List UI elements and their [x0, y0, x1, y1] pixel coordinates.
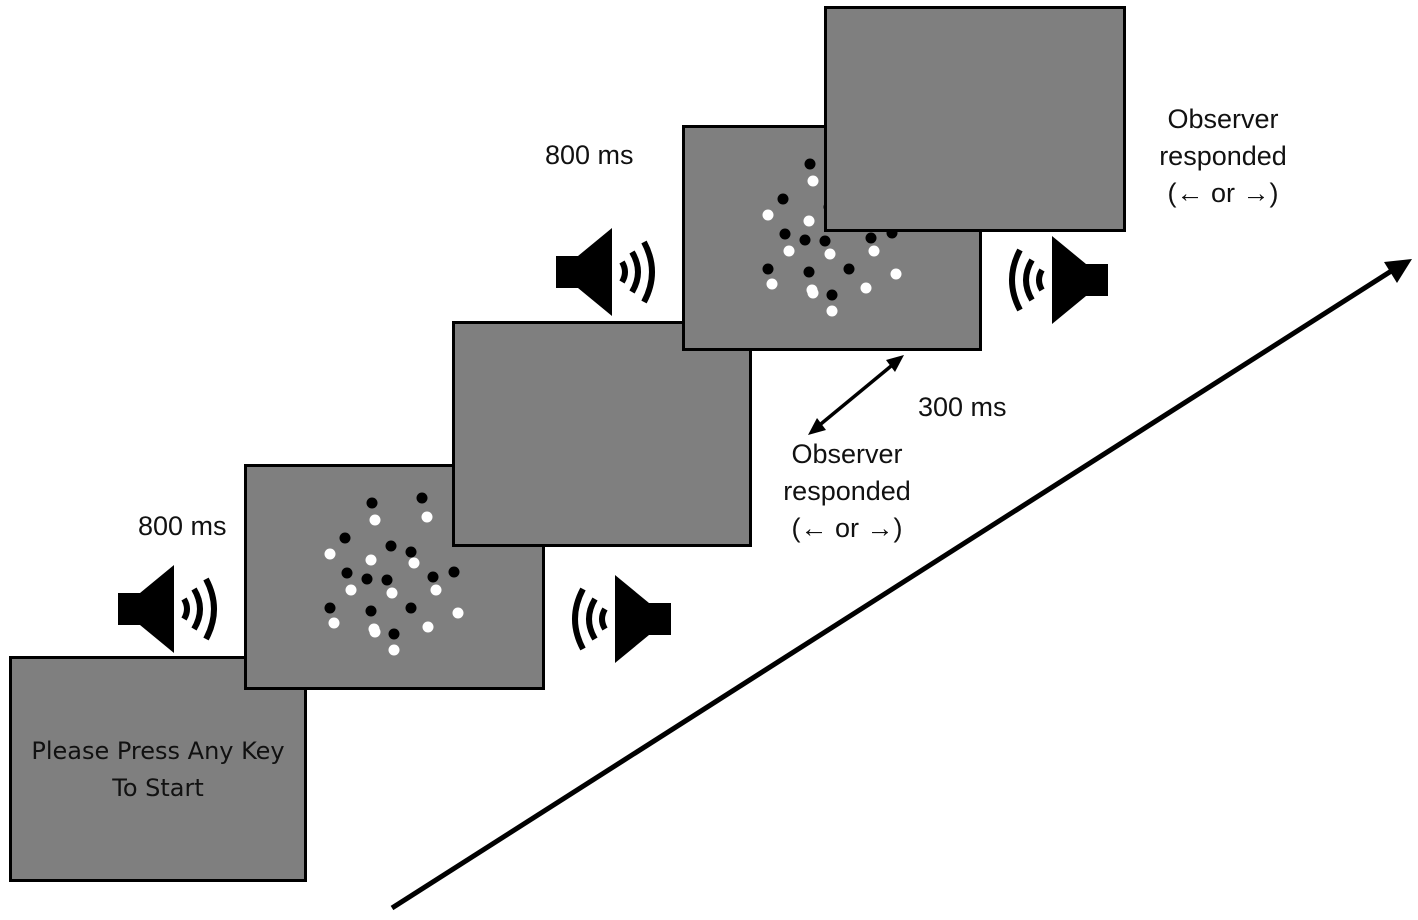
- black-dot: [779, 228, 791, 240]
- black-dot: [341, 567, 353, 579]
- black-dot: [388, 628, 400, 640]
- white-dot: [324, 548, 336, 560]
- white-dot: [860, 282, 872, 294]
- white-dot: [762, 209, 774, 221]
- black-dot: [339, 532, 351, 544]
- black-dot: [416, 492, 428, 504]
- speaker-sound-on-icon: [556, 228, 655, 316]
- white-dot: [328, 617, 340, 629]
- response-label-1-line-2: responded: [783, 476, 911, 506]
- stimulus-duration-label-2: 800 ms: [545, 140, 634, 170]
- stimulus-duration-label-1: 800 ms: [138, 511, 227, 541]
- black-dot: [843, 263, 855, 275]
- white-dot: [408, 557, 420, 569]
- white-dot: [824, 248, 836, 260]
- white-dot: [826, 305, 838, 317]
- white-dot: [803, 215, 815, 227]
- black-dot: [385, 540, 397, 552]
- start-prompt-line-2: To Start: [112, 774, 204, 802]
- black-dot: [865, 232, 877, 244]
- black-dot: [762, 263, 774, 275]
- white-dot: [369, 626, 381, 638]
- black-dot: [804, 158, 816, 170]
- black-dot: [405, 602, 417, 614]
- start-prompt-line-1: Please Press Any Key: [31, 737, 285, 765]
- blank-screen-2: [824, 6, 1126, 232]
- blank-screen-1: [452, 321, 752, 547]
- time-axis-arrowhead: [1384, 259, 1412, 283]
- black-dot: [324, 602, 336, 614]
- white-dot: [421, 511, 433, 523]
- time-axis-arrow: [390, 259, 1412, 911]
- white-dot: [766, 278, 778, 290]
- white-dot: [783, 245, 795, 257]
- white-dot: [422, 621, 434, 633]
- black-dot: [361, 573, 373, 585]
- black-dot: [381, 574, 393, 586]
- black-dot: [427, 571, 439, 583]
- interval-arrowhead-up: [886, 355, 904, 372]
- response-label-1: Observer responded (← or →): [767, 436, 927, 547]
- black-dot: [819, 235, 831, 247]
- white-dot: [365, 554, 377, 566]
- black-dot: [405, 546, 417, 558]
- response-label-1-line-1: Observer: [791, 439, 903, 469]
- speaker-sound-on-icon: [118, 565, 217, 653]
- response-label-1-line-3: (← or →): [791, 513, 903, 543]
- white-dot: [890, 268, 902, 280]
- response-label-2: Observer responded (← or →): [1143, 101, 1303, 212]
- white-dot: [807, 175, 819, 187]
- white-dot: [388, 644, 400, 656]
- black-dot: [448, 566, 460, 578]
- white-dot: [452, 607, 464, 619]
- speaker-sound-off-icon: [572, 575, 671, 663]
- black-dot: [365, 605, 377, 617]
- white-dot: [430, 584, 442, 596]
- speaker-sound-off-icon: [1009, 236, 1108, 324]
- response-label-2-line-2: responded: [1159, 141, 1287, 171]
- white-dot: [807, 287, 819, 299]
- black-dot: [777, 193, 789, 205]
- response-label-2-line-3: (← or →): [1167, 178, 1279, 208]
- black-dot: [803, 266, 815, 278]
- response-label-2-line-1: Observer: [1167, 104, 1279, 134]
- white-dot: [345, 584, 357, 596]
- white-dot: [868, 245, 880, 257]
- white-dot: [386, 587, 398, 599]
- interval-arrow: [808, 355, 904, 435]
- interval-arrowhead-down: [808, 418, 826, 435]
- black-dot: [826, 289, 838, 301]
- start-screen: Please Press Any Key To Start: [9, 656, 307, 882]
- black-dot: [799, 234, 811, 246]
- black-dot: [366, 497, 378, 509]
- white-dot: [369, 514, 381, 526]
- start-prompt: Please Press Any Key To Start: [12, 733, 304, 807]
- interval-duration-label: 300 ms: [918, 392, 1007, 422]
